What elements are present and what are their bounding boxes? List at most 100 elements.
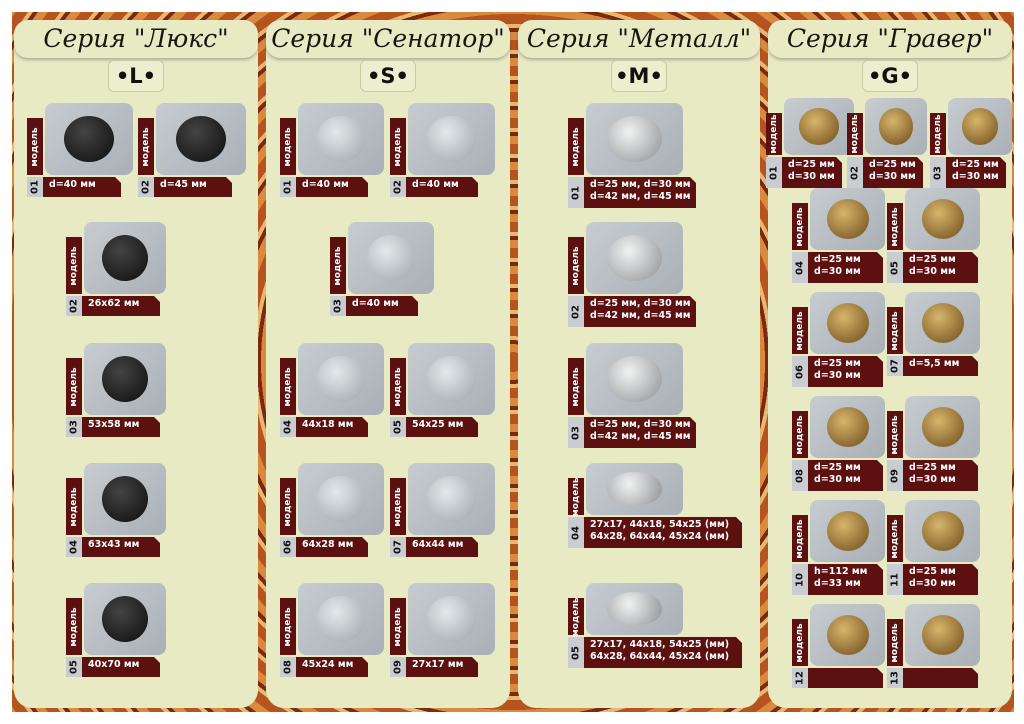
model-word: модель: [571, 366, 581, 407]
product-photo[interactable]: [905, 604, 980, 666]
product-photo[interactable]: [905, 188, 980, 250]
product-photo[interactable]: [408, 103, 495, 175]
size-line: d=42 мм, d=45 мм: [590, 191, 691, 202]
product-photo[interactable]: [810, 500, 885, 562]
product-photo[interactable]: [408, 583, 495, 655]
model-number-box: 01: [280, 177, 296, 197]
product-photo[interactable]: [156, 103, 246, 175]
product-photo[interactable]: [810, 604, 885, 666]
model-tag: модель: [27, 118, 43, 175]
size-label: d=40 мм: [43, 177, 121, 197]
size-line: d=25 мм: [909, 254, 956, 265]
size-label: d=40 мм: [406, 177, 478, 197]
stamp-image: [826, 511, 869, 551]
model-number-box: 04: [568, 517, 584, 548]
size-line: d=33 мм: [814, 578, 861, 589]
product-photo[interactable]: [810, 292, 885, 354]
model-tag: модель: [792, 411, 808, 458]
size-line: 26x62 мм: [88, 298, 140, 309]
model-number: 02: [140, 180, 152, 194]
product-photo[interactable]: [586, 583, 683, 635]
stamp-image: [316, 115, 366, 163]
model-number-box: 02: [847, 157, 863, 188]
model-number: 09: [392, 660, 404, 674]
product-photo[interactable]: [810, 396, 885, 458]
size-line: d=42 мм, d=45 мм: [590, 431, 691, 442]
stamp-image: [826, 199, 869, 239]
product-photo[interactable]: [298, 103, 384, 175]
stamp-image: [607, 234, 662, 282]
size-line: d=25 мм: [788, 159, 835, 170]
size-line: 54x25 мм: [412, 419, 464, 430]
model-tag: модель: [887, 619, 903, 666]
product-photo[interactable]: [586, 222, 683, 294]
product-photo[interactable]: [298, 343, 384, 415]
product-photo[interactable]: [84, 583, 166, 655]
product-photo[interactable]: [905, 396, 980, 458]
product-photo[interactable]: [408, 343, 495, 415]
model-tag: модель: [792, 307, 808, 354]
size-line: d=30 мм: [814, 474, 861, 485]
size-line: d=25 мм, d=30 мм: [590, 179, 691, 190]
size-label: 27x17 мм: [406, 657, 478, 677]
product-photo[interactable]: [298, 463, 384, 535]
model-word: модель: [769, 114, 779, 154]
model-tag: модель: [66, 478, 82, 535]
model-tag: модель: [66, 237, 82, 294]
stamp-image: [607, 115, 662, 163]
product-photo[interactable]: [84, 222, 166, 294]
size-line: d=25 мм, d=30 мм: [590, 419, 691, 430]
size-line: h=112 мм: [814, 566, 868, 577]
stamp-image: [921, 303, 964, 343]
size-label: 40x70 мм: [82, 657, 160, 677]
product-photo[interactable]: [45, 103, 133, 175]
product-photo[interactable]: [84, 463, 166, 535]
model-number: 05: [889, 260, 901, 275]
series-title: Серия "Сенатор": [266, 20, 510, 58]
product-photo[interactable]: [586, 343, 683, 415]
stamp-image: [427, 115, 476, 163]
model-word: модель: [393, 366, 403, 407]
product-photo[interactable]: [784, 98, 854, 155]
size-line: d=40 мм: [352, 298, 399, 309]
model-number: 02: [849, 165, 861, 180]
model-number: 02: [392, 180, 404, 194]
model-number-box: 13: [887, 668, 903, 688]
product-photo[interactable]: [586, 463, 683, 515]
model-number: 01: [282, 180, 294, 194]
stamp-image: [366, 234, 416, 282]
product-photo[interactable]: [84, 343, 166, 415]
size-line: 27x17 мм: [412, 659, 464, 670]
model-tag: модель: [766, 113, 782, 155]
model-number-box: 09: [887, 460, 903, 491]
model-number: 04: [794, 260, 806, 275]
product-photo[interactable]: [298, 583, 384, 655]
product-photo[interactable]: [905, 292, 980, 354]
model-number-box: 03: [930, 157, 946, 188]
product-photo[interactable]: [586, 103, 683, 175]
size-line: d=25 мм: [909, 566, 956, 577]
stamp-image: [427, 355, 476, 403]
size-label: [903, 668, 978, 688]
model-number: 05: [392, 420, 404, 434]
size-line: d=30 мм: [788, 171, 835, 182]
model-word: модель: [393, 606, 403, 647]
product-photo[interactable]: [810, 188, 885, 250]
model-word: модель: [141, 126, 151, 167]
model-word: модель: [283, 126, 293, 167]
product-photo[interactable]: [865, 98, 927, 155]
product-photo[interactable]: [408, 463, 495, 535]
size-line: 53x58 мм: [88, 419, 140, 430]
product-photo[interactable]: [348, 222, 434, 294]
product-photo[interactable]: [948, 98, 1012, 155]
product-photo[interactable]: [905, 500, 980, 562]
model-number: 02: [68, 299, 80, 313]
stamp-image: [316, 355, 366, 403]
